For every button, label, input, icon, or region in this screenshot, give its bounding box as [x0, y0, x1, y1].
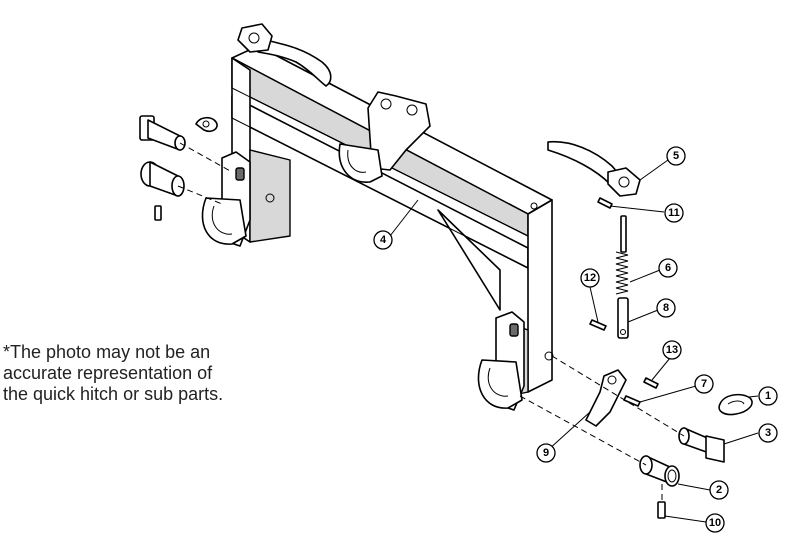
callout-3: 3 [758, 423, 778, 443]
svg-text:13: 13 [666, 344, 678, 356]
svg-text:10: 10 [709, 517, 721, 529]
svg-text:8: 8 [663, 302, 669, 314]
callout-7: 7 [694, 374, 714, 394]
part-setscrew-10 [657, 501, 666, 519]
part-bushing-2 [639, 455, 680, 487]
svg-text:2: 2 [716, 484, 722, 496]
part-pin-3 [678, 427, 725, 463]
svg-text:11: 11 [668, 207, 680, 219]
callout-11: 11 [664, 203, 684, 223]
part-handle-5 [547, 140, 641, 197]
part-lever-9 [585, 369, 627, 427]
callout-9: 9 [536, 443, 556, 463]
part-spring-6 [615, 215, 629, 295]
callout-1: 1 [758, 386, 778, 406]
callout-12: 12 [580, 268, 600, 288]
part-pin-13 [643, 377, 659, 389]
left-pin-assembly [139, 115, 233, 221]
svg-text:4: 4 [380, 234, 387, 246]
leader-lines [389, 159, 759, 523]
callout-10: 10 [705, 513, 725, 533]
svg-text:1: 1 [765, 390, 771, 402]
disclaimer-line: accurate representation of [3, 363, 213, 383]
callout-6: 6 [658, 258, 678, 278]
part-rod-8 [617, 297, 629, 339]
callout-4: 4 [373, 230, 393, 250]
left-lower-hook [201, 151, 251, 247]
svg-text:7: 7 [701, 378, 707, 390]
disclaimer-line: *The photo may not be an [3, 342, 211, 362]
svg-text:3: 3 [765, 427, 771, 439]
part-clip-1 [718, 393, 753, 416]
callout-13: 13 [662, 340, 682, 360]
part-pin-12 [589, 319, 607, 331]
assembly-lines-right [519, 355, 685, 502]
top-center-hook [338, 91, 431, 183]
part-pin-11 [597, 197, 613, 209]
callout-8: 8 [656, 298, 676, 318]
svg-text:5: 5 [673, 150, 679, 162]
callout-5: 5 [666, 146, 686, 166]
disclaimer-note: *The photo may not be an accurate repres… [3, 342, 303, 405]
top-handle [237, 23, 332, 87]
svg-text:6: 6 [665, 262, 671, 274]
disclaimer-line: the quick hitch or sub parts. [3, 384, 224, 404]
svg-text:12: 12 [584, 272, 596, 284]
part-pin-7 [623, 395, 641, 407]
right-lower-hook [477, 311, 525, 411]
callout-2: 2 [709, 480, 729, 500]
svg-text:9: 9 [543, 447, 549, 459]
